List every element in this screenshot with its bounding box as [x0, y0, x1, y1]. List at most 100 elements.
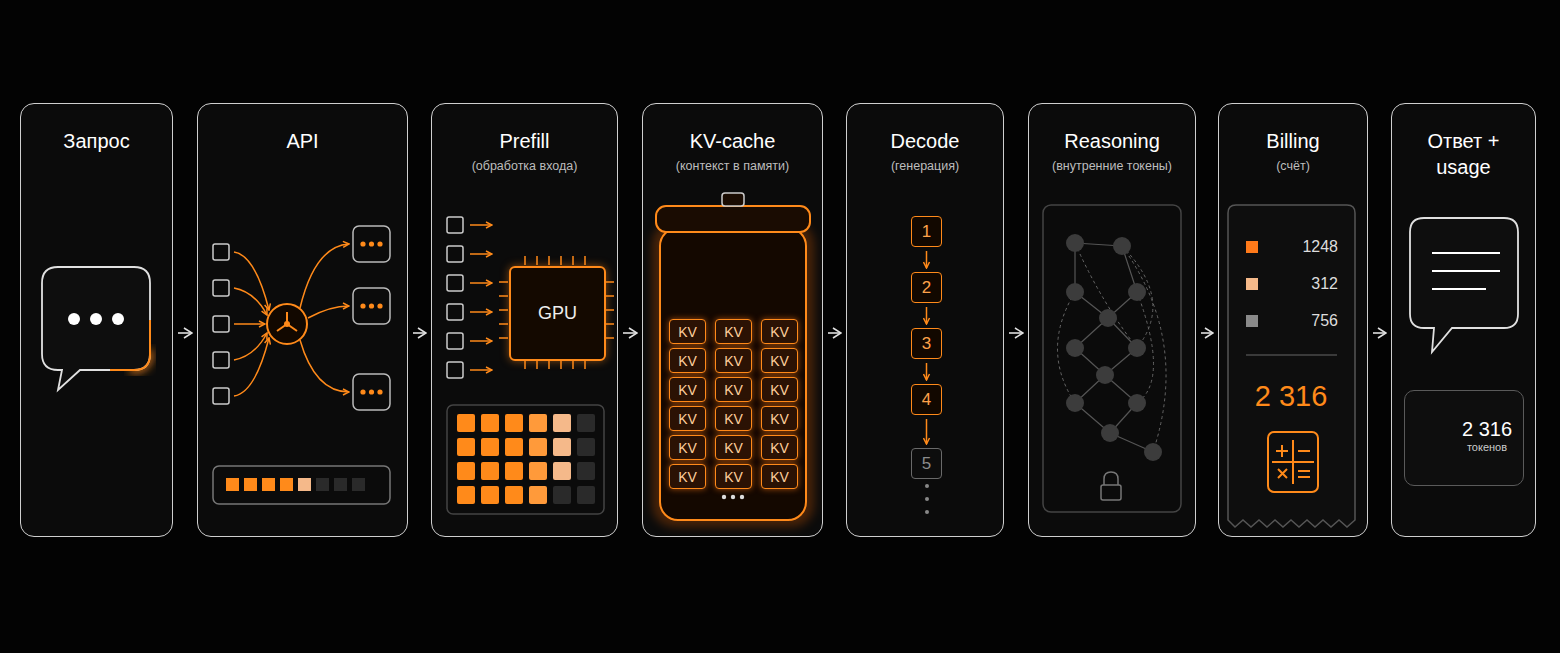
billing-total: 2 316: [1255, 380, 1328, 413]
node-subtitle: (контекст в памяти): [649, 158, 816, 174]
flow-arrow: [623, 332, 637, 334]
kv-cell: KV: [761, 319, 798, 344]
step-arrow: [926, 307, 928, 324]
kv-cell: KV: [761, 348, 798, 373]
node-title: KV: [678, 411, 697, 427]
node-title: KV: [678, 469, 697, 485]
node-title: KV: [678, 382, 697, 398]
legend-row: 1248: [1246, 238, 1338, 256]
node-title: KV: [770, 411, 789, 427]
kv-cell: KV: [669, 435, 706, 460]
step-arrow: [926, 363, 928, 380]
node-title: KV: [724, 411, 743, 427]
api-router: [213, 226, 390, 504]
node-subtitle: токенов: [1455, 440, 1519, 454]
node-title: 2: [922, 278, 931, 298]
node-title: 2 316: [1455, 418, 1519, 440]
kv-cache-panel: KV-cache (контекст в памяти) KV KV KV KV KV KV K…: [642, 103, 823, 537]
node-title: KV: [678, 353, 697, 369]
legend-text: 312: [1311, 275, 1338, 293]
node-title: KV: [724, 440, 743, 456]
node-title: KV: [678, 440, 697, 456]
kv-cell: KV: [669, 348, 706, 373]
kv-cell: KV: [715, 464, 752, 489]
chat-bubble: [42, 267, 150, 390]
node-title: Запрос: [27, 128, 166, 154]
flow-arrow: [1201, 332, 1213, 334]
node-title: KV: [724, 324, 743, 340]
kv-cell: KV: [669, 377, 706, 402]
node-subtitle: (внутренние токены): [1035, 158, 1189, 174]
kv-cell: KV: [761, 377, 798, 402]
kv-cell: KV: [715, 348, 752, 373]
kv-canister: [652, 193, 814, 527]
node-title: Prefill: [438, 128, 611, 154]
billing-panel: Billing (счёт): [1218, 103, 1368, 537]
node-title: KV: [770, 324, 789, 340]
node-title: Billing: [1225, 128, 1361, 154]
prefill-panel: Prefill (обработка входа) GPU: [431, 103, 618, 537]
node-title: KV: [724, 469, 743, 485]
node-title: KV: [770, 440, 789, 456]
node-subtitle: (счёт): [1225, 158, 1361, 174]
usage-box: 2 316токенов: [1404, 390, 1524, 486]
request-panel: Запрос: [20, 103, 173, 537]
node-subtitle: (генерация): [853, 158, 997, 174]
step-arrow: [926, 419, 928, 444]
legend-text: 756: [1311, 312, 1338, 330]
kv-cell: KV: [669, 464, 706, 489]
flow-arrow: [178, 332, 192, 334]
reasoning-graph: [1043, 205, 1181, 512]
node-subtitle: (обработка входа): [438, 158, 611, 174]
decode-panel: Decode (генерация) 1 2 3 4 5: [846, 103, 1004, 537]
node-title: KV: [770, 382, 789, 398]
kv-cell: KV: [715, 377, 752, 402]
kv-cell: KV: [715, 435, 752, 460]
node-title: KV: [724, 382, 743, 398]
kv-cell: KV: [669, 406, 706, 431]
token-step: 1: [911, 216, 942, 247]
gpu-chip: GPU: [509, 266, 606, 361]
node-title: KV: [724, 353, 743, 369]
kv-cell: KV: [761, 464, 798, 489]
kv-cell: KV: [669, 319, 706, 344]
billing-receipt: [1228, 205, 1355, 527]
flow-arrow: [413, 332, 426, 334]
legend-row: 756: [1246, 312, 1338, 330]
node-title: Ответ + usage: [1414, 128, 1514, 180]
api-panel: API: [197, 103, 408, 537]
node-title: 4: [922, 390, 931, 410]
flow-arrow: [1373, 332, 1386, 334]
kv-cell: KV: [761, 435, 798, 460]
legend-swatch: [1246, 315, 1258, 327]
step-arrow: [926, 251, 928, 268]
node-title: API: [204, 128, 401, 154]
token-step: 2: [911, 272, 942, 303]
node-title: Reasoning: [1035, 128, 1189, 154]
flow-arrow: [1009, 332, 1023, 334]
node-title: 5: [922, 454, 931, 474]
legend-swatch: [1246, 278, 1258, 290]
node-title: KV: [770, 353, 789, 369]
legend-text: 1248: [1302, 238, 1338, 256]
legend-swatch: [1246, 241, 1258, 253]
node-title: 3: [922, 334, 931, 354]
reasoning-panel: Reasoning (внутренние токены): [1028, 103, 1196, 537]
answer-panel: Ответ + usage 2 316токенов: [1391, 103, 1536, 537]
node-title: 1: [922, 222, 931, 242]
token-step: 4: [911, 384, 942, 415]
node-title: KV-cache: [649, 128, 816, 154]
kv-cell: KV: [715, 406, 752, 431]
node-title: Decode: [853, 128, 997, 154]
panel-grounds: [20, 103, 1536, 537]
token-step: 3: [911, 328, 942, 359]
token-step: 5: [911, 448, 942, 479]
legend-row: 312: [1246, 275, 1338, 293]
kv-cell: KV: [761, 406, 798, 431]
kv-cell: KV: [715, 319, 752, 344]
prefill-inputs: [447, 217, 614, 514]
decode-dots: [925, 484, 929, 514]
node-title: GPU: [538, 303, 577, 324]
node-title: KV: [770, 469, 789, 485]
